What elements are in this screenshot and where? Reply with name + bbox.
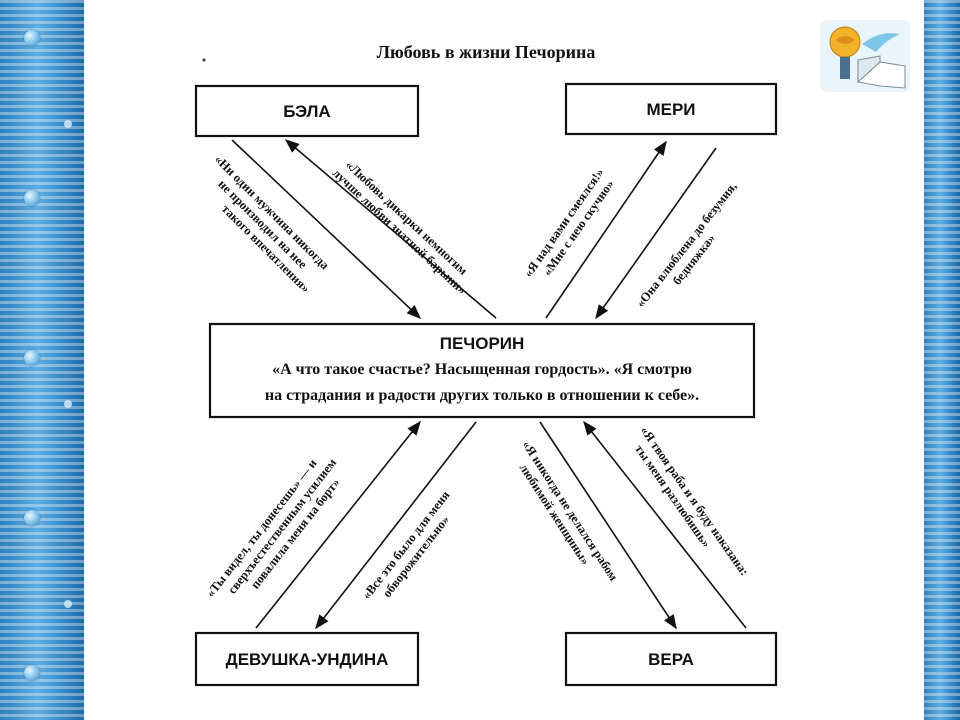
- quote-meri-from: «Она влюблена до безумия, бедняжка»: [633, 179, 739, 309]
- quote-bela-from: «Ни один мужчина никогда не производил н…: [212, 152, 332, 295]
- pechorin-box: [208, 322, 756, 419]
- meri-label: МЕРИ: [646, 100, 695, 119]
- quote-line: «Я твоя раба и я буду наказана:: [638, 424, 752, 578]
- meri-box: [564, 82, 778, 136]
- bela-box: [194, 84, 420, 138]
- bead-icon: [64, 120, 72, 128]
- bela-label: БЭЛА: [283, 102, 330, 121]
- ring-icon: [24, 190, 40, 206]
- quote-undina-to: «Все это было для меня обворожительно»: [359, 488, 452, 602]
- quote-line: «Я никогда не делался рабом: [519, 438, 620, 584]
- arrow-meri-to-pechorin: [595, 147, 717, 320]
- quote-line: не производил на нее: [215, 177, 310, 272]
- quote-line: сверхъестественным усилием: [225, 455, 340, 596]
- quote-line: лучше любви знатной барыни»: [330, 166, 469, 297]
- quote-line: «Я над вами смеялся!»: [521, 166, 607, 280]
- quote-line: «Она влюблена до безумия,: [633, 179, 739, 309]
- arrow-undina-to-pechorin: [255, 420, 421, 629]
- left-decorative-stripe: [0, 0, 84, 720]
- quote-meri-to: «Я над вами смеялся!» «Мне с нею скучно»: [521, 166, 617, 280]
- quote-vera-to: «Я никогда не делался рабом любимой женщ…: [517, 438, 621, 584]
- arrow-pechorin-to-undina: [315, 421, 477, 630]
- ring-icon: [24, 350, 40, 366]
- quote-vera-from: «Я твоя раба и я буду наказана: ты меня …: [632, 424, 752, 578]
- book-globe-icon: [820, 20, 910, 92]
- arrow-pechorin-to-bela: [284, 139, 497, 319]
- ring-icon: [24, 30, 40, 46]
- arrow-vera-to-pechorin: [583, 420, 747, 629]
- bead-icon: [64, 600, 72, 608]
- arrow-pechorin-to-meri: [545, 140, 667, 319]
- speck-mark: [202, 58, 206, 62]
- quote-line: «Любовь дикарки немногим: [343, 158, 471, 278]
- right-decorative-stripe: [924, 0, 960, 720]
- arrow-bela-to-pechorin: [231, 139, 422, 319]
- ring-icon: [24, 510, 40, 526]
- bead-icon: [64, 400, 72, 408]
- vera-label: ВЕРА: [648, 650, 694, 669]
- diagram-title: Любовь в жизни Печорина: [377, 42, 596, 62]
- vera-box: [564, 631, 778, 687]
- quote-undina-from: «Ты видел, ты донесешь» — и сверхъестест…: [203, 455, 342, 599]
- undina-label: ДЕВУШКА-УНДИНА: [226, 650, 389, 669]
- arrow-pechorin-to-vera: [539, 421, 677, 630]
- quote-line: «Все это было для меня: [359, 488, 452, 602]
- quote-bela-to: «Любовь дикарки немногим лучше любви зна…: [330, 158, 471, 297]
- pechorin-quote-line-2: на страдания и радости других только в о…: [265, 387, 699, 404]
- ring-icon: [24, 665, 40, 681]
- undina-box: [194, 631, 420, 687]
- pechorin-quote-line-1: «А что такое счастье? Насыщенная гордост…: [272, 361, 692, 378]
- pechorin-title: ПЕЧОРИН: [440, 334, 525, 353]
